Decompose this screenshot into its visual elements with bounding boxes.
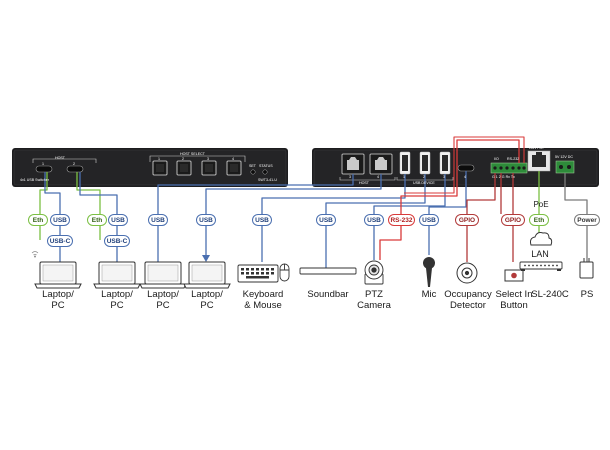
keyboard-mouse-icon: [237, 263, 290, 283]
soundbar-caption: Soundbar: [307, 289, 349, 300]
lan-poe-label: LAN PoE: [529, 146, 544, 150]
ptz-caption: PTZ Camera: [357, 289, 391, 311]
dev-port-1-num: 1: [403, 175, 405, 179]
microphone-icon: [423, 257, 435, 287]
button-1-num: 1: [158, 157, 160, 161]
ptz-camera-icon: [364, 260, 384, 285]
power-panel-label: 5V 12V DC: [555, 155, 573, 159]
rear-host-label: HOST: [359, 181, 369, 185]
poe-label: PoE: [533, 200, 549, 209]
host-usbb-4-num: 4: [377, 175, 379, 179]
host-port-2[interactable]: [66, 165, 84, 173]
lan-label: LAN: [531, 249, 549, 259]
occupancy-detector-icon: [456, 262, 478, 284]
cables: [39, 136, 588, 268]
usb-badge-3: USB: [148, 214, 168, 226]
status-label: STATUS: [259, 164, 273, 168]
select-button-caption: Select In Button: [495, 289, 533, 311]
eth-badge-2: Eth: [87, 214, 107, 226]
io-pins-label: G 1 2 G Rx Tx: [492, 175, 515, 179]
laptop-1-icon: [34, 261, 82, 289]
usb-badge-mic: USB: [419, 214, 439, 226]
lan-cloud-icon: [530, 232, 553, 246]
wifi-icon: [31, 251, 39, 258]
host-port-1-num: 1: [42, 162, 44, 166]
laptop-2-caption: Laptop/ PC: [101, 289, 133, 311]
host-port-2-num: 2: [73, 162, 75, 166]
laptop-1-caption: Laptop/ PC: [42, 289, 74, 311]
power-badge: Power: [574, 214, 600, 226]
occupancy-caption: Occupancy Detector: [444, 289, 492, 311]
gpio-badge-occupancy: GPIO: [455, 214, 479, 226]
host-port-1[interactable]: [35, 165, 53, 173]
usb-badge-soundbar: USB: [316, 214, 336, 226]
button-2-num: 2: [182, 157, 184, 161]
host-select-label: HOST SELECT: [180, 152, 205, 156]
usb-badge-keyboard: USB: [252, 214, 272, 226]
power-supply-icon: [579, 258, 594, 279]
switcher-rear-panel: [312, 148, 599, 187]
mic-caption: Mic: [421, 289, 437, 300]
rs232-badge: RS-232: [388, 214, 415, 226]
laptop-3-icon: [139, 261, 187, 289]
switcher-front-panel: [12, 148, 288, 187]
laptop-2-icon: [93, 261, 141, 289]
eth-badge-lan: Eth: [529, 214, 549, 226]
io-label: I/O: [494, 157, 499, 161]
usb-badge-2: USB: [108, 214, 128, 226]
set-button[interactable]: [250, 169, 256, 175]
dc-power-terminal[interactable]: [555, 160, 575, 174]
usb-device-label: USB DEVICE: [413, 181, 435, 185]
product-line-label: 4x1 USB Switcher: [20, 178, 49, 182]
usb-badge-4: USB: [196, 214, 216, 226]
laptop-3-caption: Laptop/ PC: [147, 289, 179, 311]
host-label: HOST: [55, 156, 65, 160]
select-button-icon: [504, 269, 524, 282]
soundbar-icon: [299, 267, 357, 275]
dev-port-2-num: 2: [423, 175, 425, 179]
rs232-panel-label: RS-232: [507, 157, 520, 161]
keyboard-caption: Keyboard & Mouse: [242, 289, 284, 311]
usbc-badge-1: USB-C: [47, 235, 73, 247]
set-label: SET: [249, 164, 256, 168]
eth-badge-1: Eth: [28, 214, 48, 226]
usb-badge-ptz: USB: [364, 214, 384, 226]
host-usbb-3-num: 3: [349, 175, 351, 179]
sl240c-caption: SL-240C: [531, 289, 569, 300]
status-led: [262, 169, 268, 175]
model-label: SWT3-41-U: [258, 178, 277, 182]
laptop-4-caption: Laptop/ PC: [191, 289, 223, 311]
button-4-num: 4: [232, 157, 234, 161]
laptop-4-icon: [183, 261, 231, 289]
dev-port-3-num: 3: [443, 175, 445, 179]
io-rs232-terminal-block[interactable]: [490, 162, 528, 174]
usb-device-port-4[interactable]: [457, 164, 475, 172]
sl-240c-icon: [519, 261, 563, 271]
usbc-badge-2: USB-C: [104, 235, 130, 247]
dev-port-4-num: 4: [464, 175, 466, 179]
gpio-badge-select: GPIO: [501, 214, 525, 226]
button-3-num: 3: [207, 157, 209, 161]
usb-badge-1: USB: [50, 214, 70, 226]
ps-caption: PS: [580, 289, 594, 300]
